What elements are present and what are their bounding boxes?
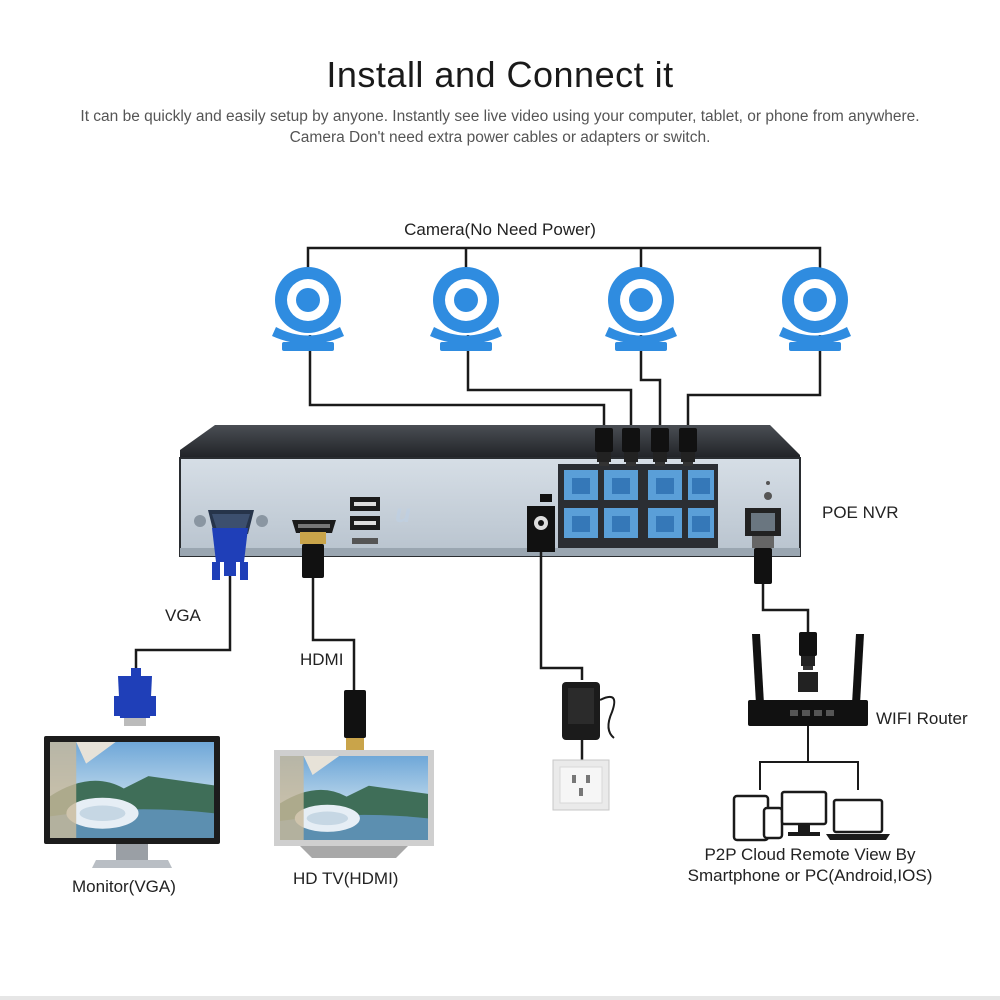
nvr-label: POE NVR <box>822 503 899 522</box>
vga-connector-icon <box>118 676 152 718</box>
camera-icon <box>272 267 344 351</box>
poe-nvr: u <box>179 425 801 557</box>
rj45-plug-icon <box>622 428 640 466</box>
remote-view-line-1: P2P Cloud Remote View By <box>704 845 916 864</box>
lan-port <box>745 508 781 536</box>
device-lines <box>759 726 859 790</box>
camera-label: Camera(No Need Power) <box>404 220 596 239</box>
subtitle-line-2: Camera Don't need extra power cables or … <box>289 129 711 146</box>
hdmi-cable-label: HDMI <box>300 650 344 669</box>
hd-tv <box>274 750 434 858</box>
wifi-router <box>748 634 868 726</box>
vga-cable <box>114 528 248 726</box>
laptop-icon <box>826 798 890 840</box>
camera-3 <box>605 267 677 351</box>
usb-ports <box>350 497 380 544</box>
rj45-plug-icon <box>679 428 697 466</box>
hdmi-port <box>292 520 336 533</box>
hdmi-connector-icon <box>344 690 366 738</box>
subtitle-line-1: It can be quickly and easily setup by an… <box>80 108 920 125</box>
reset-button <box>764 492 772 500</box>
monitor <box>44 736 220 868</box>
dc-power-port <box>527 494 555 552</box>
camera-icon <box>430 267 502 351</box>
bottom-divider <box>0 996 1000 1000</box>
camera-1 <box>272 267 344 351</box>
camera-icon <box>779 267 851 351</box>
smartphone-icon <box>762 806 784 840</box>
tv-label: HD TV(HDMI) <box>293 869 399 888</box>
monitor-icon <box>780 790 828 836</box>
power-adapter-icon <box>562 682 616 740</box>
rj45-plug-icon <box>651 428 669 466</box>
rj45-plug-icon <box>799 632 817 670</box>
tv-icon <box>274 750 434 858</box>
camera-2 <box>430 267 502 351</box>
remote-view-line-2: Smartphone or PC(Android,IOS) <box>687 866 933 885</box>
wall-socket-icon <box>552 759 610 811</box>
camera-4 <box>779 267 851 351</box>
rj45-plug-icon <box>595 428 613 466</box>
camera-bus-lines <box>306 246 822 430</box>
remote-view-label: P2P Cloud Remote View By Smartphone or P… <box>640 844 980 886</box>
router-icon <box>748 634 868 726</box>
lan-cable <box>752 536 818 692</box>
page-subtitle: It can be quickly and easily setup by an… <box>0 106 1000 148</box>
poe-ports <box>558 464 718 548</box>
monitor-icon <box>44 736 220 868</box>
remote-devices <box>732 790 890 842</box>
hdmi-cable <box>300 532 366 750</box>
power-cable <box>539 552 616 760</box>
page-title: Install and Connect it <box>326 54 674 95</box>
monitor-label: Monitor(VGA) <box>72 877 176 896</box>
vga-cable-label: VGA <box>165 606 201 625</box>
camera-icon <box>605 267 677 351</box>
router-label: WIFI Router <box>876 709 968 728</box>
svg-text:u: u <box>395 498 411 528</box>
